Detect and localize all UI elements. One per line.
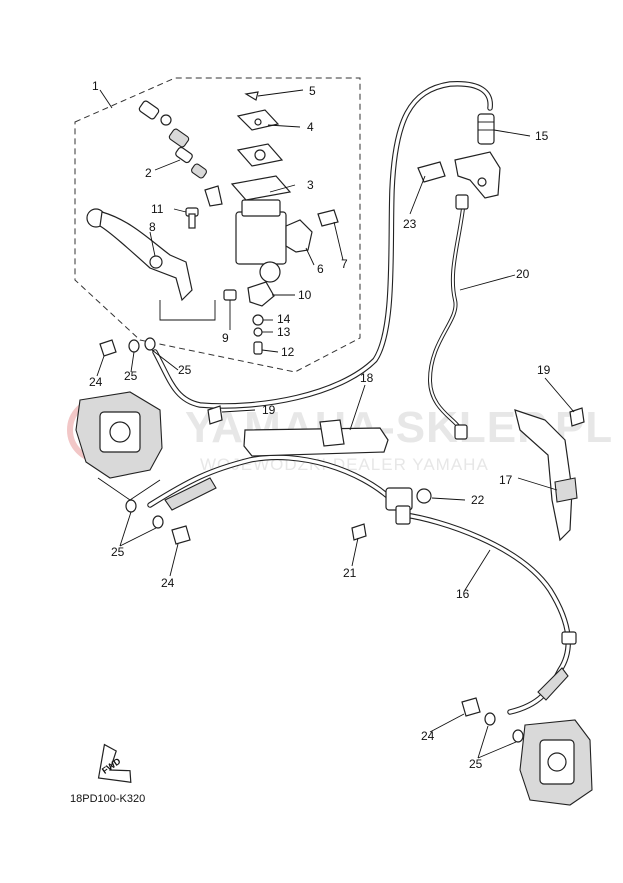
brake-hose-fitting [477,113,495,145]
callout-17: 17 [499,473,513,487]
callout-5: 5 [309,84,316,98]
front-left-brake-hose [147,454,395,511]
callout-23: 23 [403,217,417,231]
callout-19-right: 19 [537,363,551,377]
callout-24-upper: 24 [89,375,103,389]
callout-18: 18 [360,371,374,385]
front-right-caliper [519,719,593,806]
piston-kit [138,100,223,207]
callout-9: 9 [222,331,229,345]
callout-15: 15 [535,129,549,143]
callout-24-middle: 24 [161,576,175,590]
callout-21: 21 [343,566,357,580]
leader-lines [96,89,575,759]
front-right-brake-hose [402,512,577,715]
callout-25-upper-right: 25 [178,363,192,377]
front-left-caliper [75,391,163,479]
small-fasteners [185,207,339,355]
hose-guide-right [514,409,578,542]
brake-lever [86,208,193,302]
callout-13: 13 [277,325,291,339]
callout-12: 12 [281,345,295,359]
hose-guide-left [243,419,389,457]
callout-14: 14 [277,312,291,326]
callout-25-middle: 25 [111,545,125,559]
banjo-bolts-washers [99,337,585,743]
callout-1: 1 [92,79,99,93]
callout-10: 10 [298,288,312,302]
master-cylinder [235,199,313,283]
callout-20: 20 [516,267,530,281]
brake-pipe [428,194,469,440]
callout-8: 8 [149,220,156,234]
hose-bracket [417,151,501,199]
callout-3: 3 [307,178,314,192]
callout-22: 22 [471,493,485,507]
callout-24-lower: 24 [421,729,435,743]
callout-19-left: 19 [262,403,276,417]
callout-16: 16 [456,587,470,601]
reservoir-parts [230,91,292,201]
three-way-joint [385,487,432,525]
callout-7: 7 [341,257,348,271]
callout-25-lower: 25 [469,757,483,771]
drawing-code: 18PD100-K320 [70,793,145,805]
forward-direction-indicator: FWD [97,743,132,783]
upper-brake-hose [152,81,493,409]
callout-4: 4 [307,120,314,134]
callout-25-upper-left: 25 [124,369,138,383]
callout-11: 11 [151,202,164,216]
master-cylinder-assembly-outline [74,77,361,373]
callout-labels: 1 2 3 4 5 6 7 8 9 10 11 12 13 14 15 16 1… [89,79,551,771]
callout-2: 2 [145,166,152,180]
callout-6: 6 [317,262,324,276]
